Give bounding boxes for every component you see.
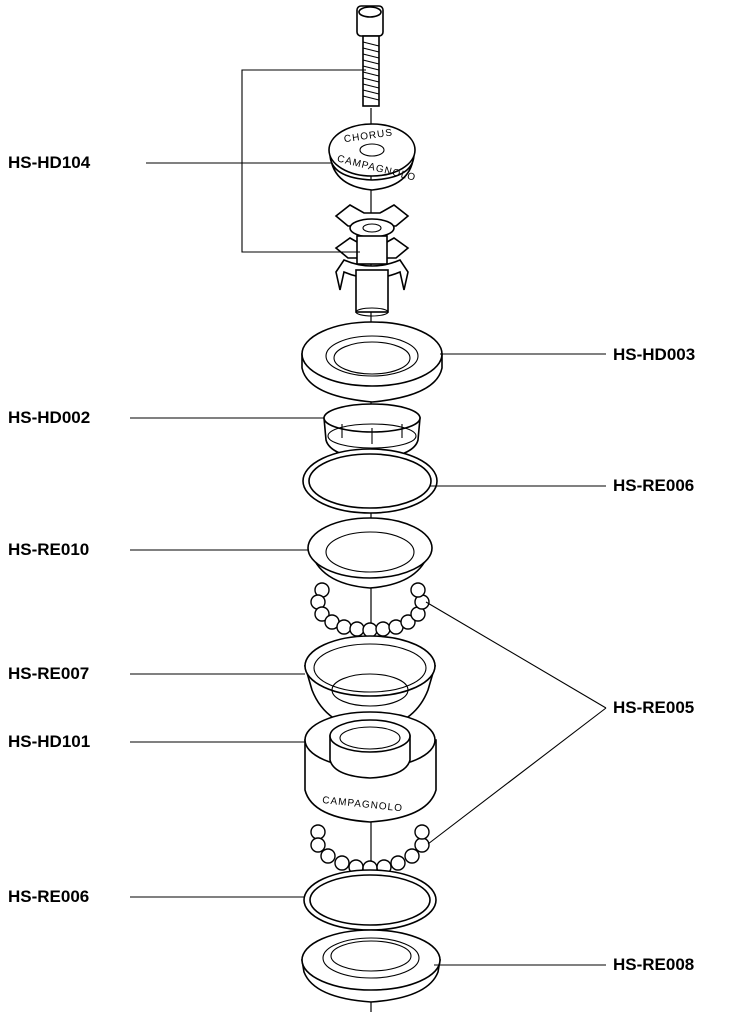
crown-race	[301, 929, 441, 1003]
seal-ring-lower	[303, 869, 437, 931]
label-hs-hd101: HS-HD101	[8, 732, 91, 751]
top-race	[301, 321, 443, 403]
bolt	[356, 5, 384, 107]
label-hs-re010: HS-RE010	[8, 540, 90, 559]
bearing-ring-lower	[310, 824, 430, 876]
label-hs-re008: HS-RE008	[613, 955, 695, 974]
bearing-ring-upper	[310, 582, 430, 638]
label-hs-hd104: HS-HD104	[8, 153, 91, 172]
leader-re005-upper	[425, 601, 607, 709]
label-hs-re006-upper: HS-RE006	[613, 476, 695, 495]
label-hs-hd002: HS-HD002	[8, 408, 91, 427]
label-hs-re006-lower: HS-RE006	[8, 887, 90, 906]
upper-bearing-cup	[303, 635, 437, 731]
leader-bracket-hd104	[241, 69, 366, 253]
cup-upper	[307, 517, 433, 589]
seal-ring-upper	[302, 448, 438, 514]
top-cap: CHORUS CAMPAGNOLO	[328, 123, 417, 191]
centering-ring	[323, 403, 421, 461]
label-hs-re007: HS-RE007	[8, 664, 90, 683]
leader-lines	[130, 69, 607, 966]
leader-re005-lower	[427, 707, 607, 845]
label-hs-hd003: HS-HD003	[613, 345, 696, 364]
lower-cup: CAMPAGNOLO	[304, 711, 437, 823]
label-hs-re005: HS-RE005	[613, 698, 695, 717]
star-nut	[334, 204, 410, 317]
